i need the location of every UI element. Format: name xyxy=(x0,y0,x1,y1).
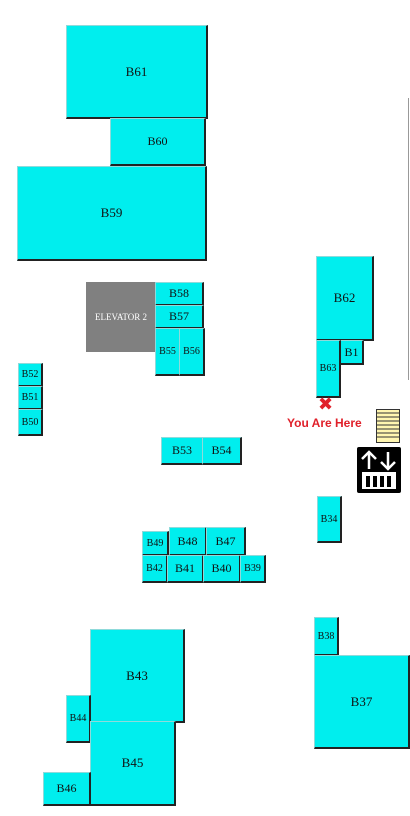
booth-b34[interactable]: B34 xyxy=(317,496,342,543)
booth-b61[interactable]: B61 xyxy=(66,25,208,119)
booth-b53[interactable]: B53 xyxy=(161,437,204,465)
booth-b56[interactable]: B56 xyxy=(179,328,205,376)
wall-line xyxy=(408,98,409,380)
you-are-here-marker: ✖ xyxy=(318,394,334,414)
booth-b63[interactable]: B63 xyxy=(316,340,341,398)
booth-b59[interactable]: B59 xyxy=(17,166,207,261)
booth-b54[interactable]: B54 xyxy=(202,437,242,465)
booth-b49[interactable]: B49 xyxy=(142,531,169,556)
booth-b45[interactable]: B45 xyxy=(90,721,176,806)
booth-b62[interactable]: B62 xyxy=(316,256,374,341)
booth-b37[interactable]: B37 xyxy=(314,655,410,749)
booth-b55[interactable]: B55 xyxy=(155,328,181,376)
booth-b57[interactable]: B57 xyxy=(155,305,204,329)
booth-b43[interactable]: B43 xyxy=(90,629,185,723)
booth-b47[interactable]: B47 xyxy=(206,527,246,556)
booth-b58[interactable]: B58 xyxy=(155,282,204,306)
stairs-icon xyxy=(376,409,400,443)
elevator-2-block: ELEVATOR 2 xyxy=(86,282,156,352)
you-are-here-label: You Are Here xyxy=(287,416,362,430)
booth-b51[interactable]: B51 xyxy=(18,386,43,410)
booth-b46[interactable]: B46 xyxy=(43,772,91,806)
booth-b40[interactable]: B40 xyxy=(203,555,241,583)
booth-b52[interactable]: B52 xyxy=(18,363,43,387)
booth-b44[interactable]: B44 xyxy=(66,695,91,743)
booth-b1[interactable]: B1 xyxy=(340,340,364,365)
booth-b50[interactable]: B50 xyxy=(18,409,43,436)
booth-b41[interactable]: B41 xyxy=(167,555,204,583)
elevator-icon xyxy=(357,447,401,493)
booth-b38[interactable]: B38 xyxy=(314,617,339,656)
booth-b39[interactable]: B39 xyxy=(240,555,266,583)
booth-b60[interactable]: B60 xyxy=(110,118,206,166)
booth-b48[interactable]: B48 xyxy=(169,527,207,556)
booth-b42[interactable]: B42 xyxy=(142,555,168,583)
